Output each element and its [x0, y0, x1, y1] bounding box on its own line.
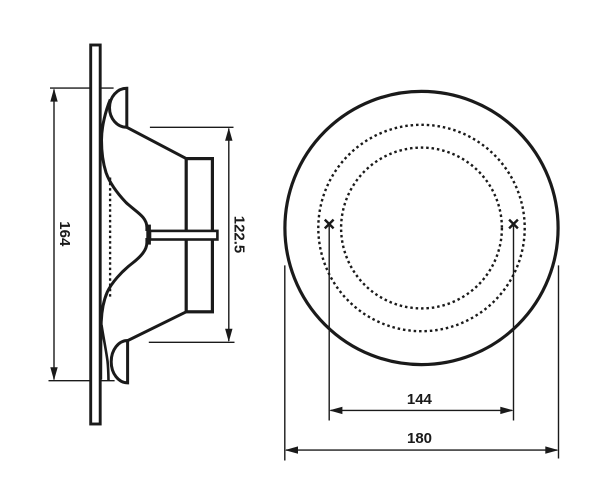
- svg-text:180: 180: [407, 430, 432, 447]
- svg-text:144: 144: [407, 391, 433, 408]
- svg-text:164: 164: [56, 221, 73, 247]
- svg-text:122.5: 122.5: [230, 216, 247, 254]
